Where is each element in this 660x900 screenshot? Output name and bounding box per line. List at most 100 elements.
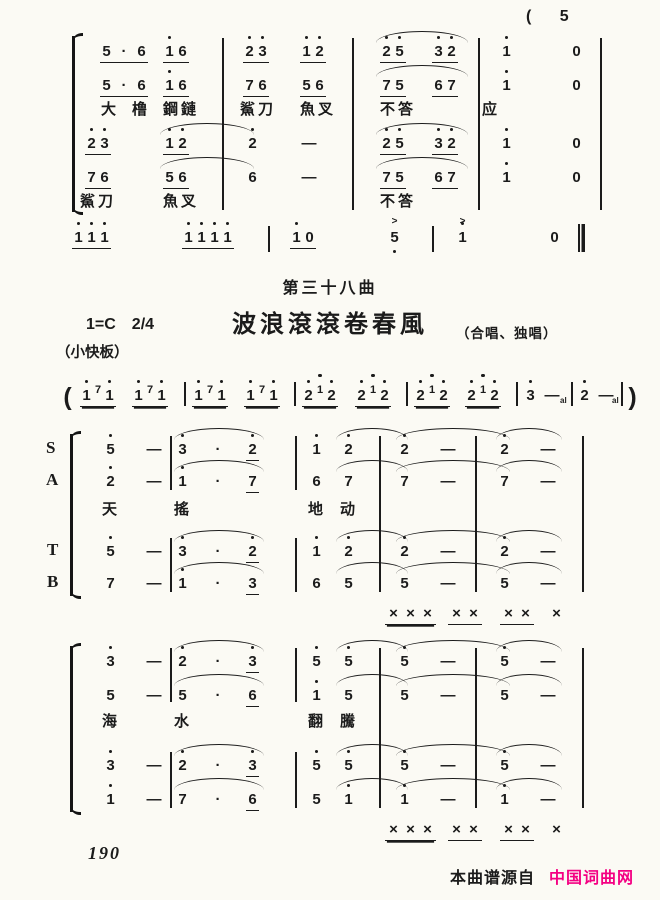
octave-dot-above	[402, 750, 407, 754]
slur-arc	[336, 562, 408, 574]
slur-arc	[396, 562, 510, 574]
percussion-group: ×××	[385, 820, 436, 841]
note-char: 6	[434, 169, 443, 186]
octave-dot-above	[247, 36, 252, 40]
octave-dot-above	[196, 380, 201, 384]
barline	[170, 436, 172, 490]
barline	[295, 752, 297, 808]
note-char: 1	[310, 680, 323, 706]
credit-site-link[interactable]: 中国词曲网	[549, 870, 635, 887]
note-char: 5	[398, 646, 411, 672]
note-char: 0	[550, 229, 559, 246]
note-char: 0	[572, 169, 581, 186]
percussion-group: ××	[500, 820, 534, 841]
note-group: 3	[104, 646, 117, 672]
lyric-syllable: 不答	[380, 101, 417, 118]
note-group: 1	[310, 536, 323, 562]
barline	[432, 226, 434, 252]
octave-dot-above	[250, 750, 255, 754]
note-group: —	[140, 790, 168, 810]
note-group: al	[560, 396, 567, 405]
note-char: 6	[315, 77, 324, 94]
note-group: 6	[246, 168, 259, 188]
note-char: 2	[85, 128, 98, 154]
lyric-syllable: 不答	[380, 193, 417, 210]
lyric-syllable: 橹	[132, 101, 151, 118]
lyric-syllable: 大	[101, 101, 120, 118]
percussion-group: ×	[548, 604, 565, 624]
note-group: 5	[176, 686, 189, 706]
note-char: 0	[572, 77, 581, 94]
note-char: 2	[355, 380, 368, 406]
note-group: —	[140, 574, 168, 594]
note-char: 6	[258, 77, 267, 94]
octave-dot-above	[397, 36, 402, 40]
note-char: —	[301, 169, 317, 186]
note-char: 2	[578, 380, 591, 406]
note-char: 5	[104, 536, 117, 562]
note-group: 3	[524, 380, 537, 406]
note-char: 2	[465, 380, 478, 406]
lyric-syllable: 地	[308, 501, 327, 518]
note-char: 6	[248, 791, 257, 808]
octave-dot-above	[250, 536, 255, 540]
note-char: 2	[437, 380, 450, 406]
octave-dot-above	[371, 374, 375, 378]
note-char: 1	[176, 568, 189, 594]
note-char: ·	[215, 791, 221, 808]
note-char: 1	[300, 36, 313, 62]
octave-dot-above	[89, 128, 94, 132]
note-char: 1	[244, 380, 257, 406]
barline	[295, 538, 297, 592]
note-char: 7	[258, 384, 266, 396]
note-char: 1	[500, 128, 513, 154]
slur-arc	[336, 744, 408, 756]
note-group: 1>	[456, 216, 469, 248]
octave-dot-above	[504, 70, 509, 74]
octave-dot-above	[418, 380, 423, 384]
slur-arc	[336, 640, 408, 652]
octave-dot-above	[159, 380, 164, 384]
lyric-syllable: 魚叉	[300, 101, 337, 118]
note-char: —	[146, 687, 162, 704]
note-group: al	[612, 396, 619, 405]
note-group: 5	[498, 646, 511, 672]
note-char: 6	[178, 77, 187, 94]
note-char: 1	[500, 36, 513, 62]
slur-arc	[496, 530, 562, 542]
note-group: —	[534, 574, 562, 594]
note-group: —	[434, 790, 462, 810]
note-char: 3	[524, 380, 537, 406]
barline	[170, 648, 172, 702]
note-char: 1	[310, 536, 323, 562]
note-group: 5	[104, 536, 117, 562]
slur-arc	[336, 428, 408, 440]
note-char: 5	[400, 687, 409, 704]
note-char: 0	[572, 135, 581, 152]
note-group: 2	[398, 434, 411, 460]
slur-arc	[160, 157, 254, 169]
note-group: 0	[570, 42, 583, 62]
note-char: —	[540, 687, 556, 704]
note-group: —	[140, 440, 168, 460]
note-char: ×	[521, 821, 530, 838]
note-char: 2	[342, 536, 355, 562]
note-group: 5	[310, 750, 323, 776]
previous-line-fragment: ( 5	[526, 8, 569, 25]
note-group: 7	[398, 472, 411, 492]
octave-dot-above	[430, 374, 434, 378]
page-number: 190	[88, 843, 121, 863]
note-group: 7	[104, 574, 117, 594]
note-char: 5	[388, 228, 401, 253]
note-char: 1	[163, 128, 176, 154]
barline	[516, 382, 518, 406]
octave-dot-above	[271, 380, 276, 384]
note-char: —	[440, 757, 456, 774]
octave-dot-above	[306, 380, 311, 384]
